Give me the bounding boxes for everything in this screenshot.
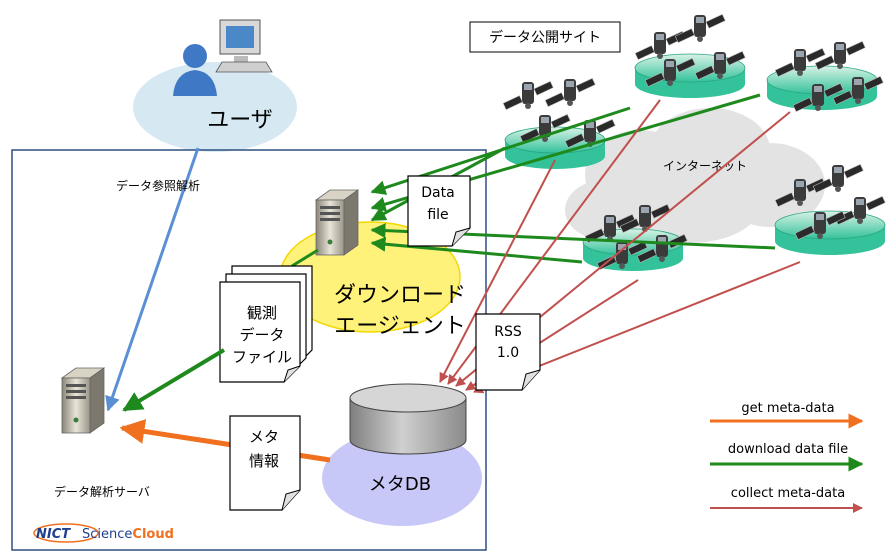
- legend-label-collect: collect meta-data: [731, 486, 845, 501]
- data-file-label-line2: file: [427, 207, 448, 223]
- user-ellipse: [133, 62, 297, 152]
- logo-science: Science: [82, 527, 132, 542]
- legend-label-get-meta: get meta-data: [741, 401, 834, 416]
- data-ref-analysis-label: データ参照解析: [116, 178, 200, 193]
- user-icon: [173, 19, 273, 96]
- logo-cloud: Cloud: [132, 527, 174, 542]
- legend-label-download: download data file: [728, 442, 848, 457]
- nict-sciencecloud-logo: NICT ScienceCloud: [33, 523, 174, 543]
- obs-file-label-line2: データ: [239, 326, 284, 344]
- internet-cloud: [565, 108, 825, 243]
- observation-data-files: 観測 データ ファイル: [219, 265, 313, 383]
- data-file-label-line1: Data: [421, 185, 454, 201]
- internet-label: インターネット: [663, 159, 747, 173]
- rss-document: RSS 1.0: [475, 313, 541, 391]
- user-to-server-arrow: [105, 147, 200, 412]
- download-agent-server-icon: [315, 189, 359, 256]
- obs-file-label-line3: ファイル: [232, 348, 292, 366]
- rss-label-line1: RSS: [494, 324, 522, 340]
- analysis-server-icon: [61, 367, 105, 434]
- download-agent-label-line2: エージェント: [334, 314, 466, 339]
- logo-nict: NICT: [36, 527, 71, 542]
- rss-label-line2: 1.0: [497, 345, 519, 361]
- agent-to-file-arrow: [291, 248, 319, 268]
- data-site-box: [469, 21, 621, 53]
- meta-db-base: [322, 430, 482, 526]
- meta-info-label-line2: 情報: [249, 452, 279, 470]
- analysis-server-label: データ解析サーバ: [54, 484, 150, 499]
- data-site-label: データ公開サイト: [489, 29, 601, 46]
- meta-db-cylinder: [349, 383, 467, 455]
- user-label: ユーザ: [207, 108, 273, 133]
- obs-file-label-line1: 観測: [247, 304, 277, 322]
- meta-info-label-line1: メタ: [249, 428, 279, 446]
- meta-info-document: メタ 情報: [229, 415, 301, 511]
- data-file-document: Data file: [407, 175, 471, 247]
- meta-db-label: メタDB: [369, 474, 431, 495]
- legend: get meta-data download data file collect…: [710, 401, 864, 513]
- svg-text:ScienceCloud: ScienceCloud: [82, 527, 174, 542]
- download-agent-label-line1: ダウンロード: [334, 283, 466, 308]
- files-to-server-arrow: [122, 348, 226, 412]
